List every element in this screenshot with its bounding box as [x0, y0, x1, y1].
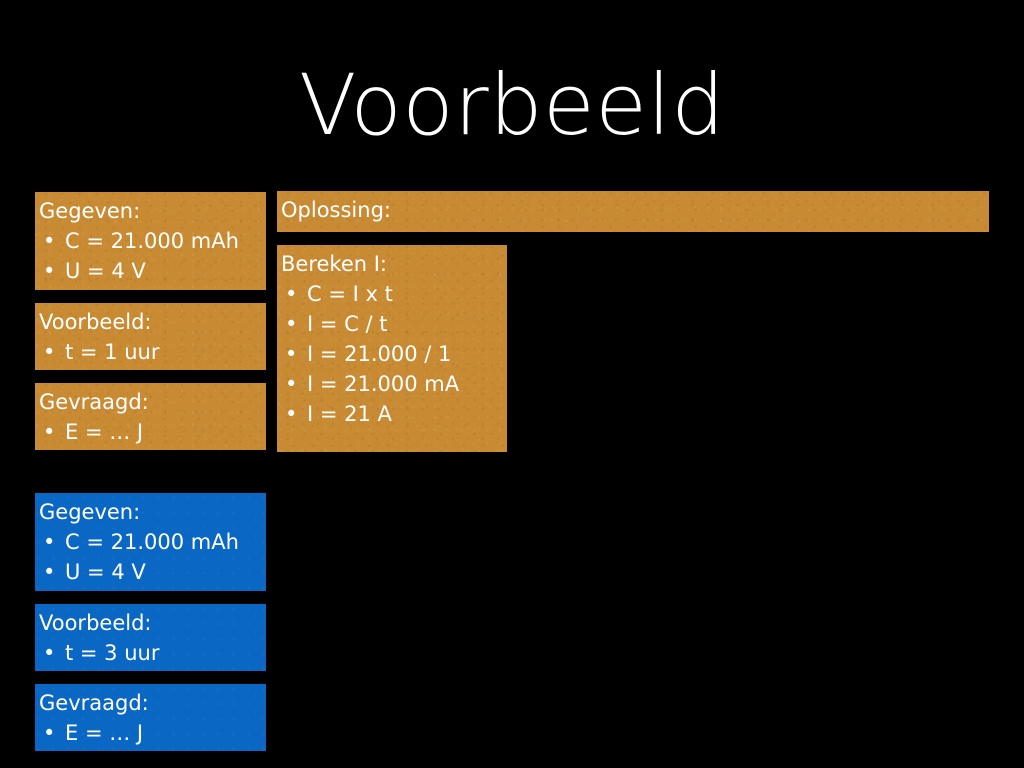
list-item-label: I = C / t	[307, 312, 388, 336]
bullet-icon: •	[285, 282, 298, 306]
asked-blue-bullets: • E = … J	[39, 718, 260, 748]
list-item: • U = 4 V	[39, 256, 260, 286]
example-blue-bullets: • t = 3 uur	[39, 638, 260, 668]
bullet-icon: •	[43, 420, 56, 444]
given-blue-bullets: • C = 21.000 mAh • U = 4 V	[39, 527, 260, 587]
list-item-label: C = I x t	[307, 282, 393, 306]
list-item: • I = C / t	[281, 309, 501, 339]
bullet-icon: •	[43, 259, 56, 283]
bullet-icon: •	[285, 342, 298, 366]
list-item: • C = I x t	[281, 279, 501, 309]
example-orange-heading: Voorbeeld:	[39, 310, 152, 334]
asked-orange-bullets: • E = … J	[39, 417, 260, 447]
bullet-icon: •	[285, 372, 298, 396]
bullet-icon: •	[285, 312, 298, 336]
list-item-label: E = … J	[65, 721, 144, 745]
solution-header-box: Oplossing:	[277, 191, 989, 232]
bullet-icon: •	[43, 340, 56, 364]
list-item-label: t = 3 uur	[65, 641, 160, 665]
asked-box-blue: Gevraagd: • E = … J	[35, 684, 266, 751]
given-box-blue: Gegeven: • C = 21.000 mAh • U = 4 V	[35, 493, 266, 591]
list-item: • E = … J	[39, 417, 260, 447]
example-box-blue: Voorbeeld: • t = 3 uur	[35, 604, 266, 671]
bullet-icon: •	[285, 402, 298, 426]
calculate-bullets: • C = I x t • I = C / t • I = 21.000 / 1 • I…	[281, 279, 501, 429]
asked-blue-heading: Gevraagd:	[39, 691, 149, 715]
given-blue-heading: Gegeven:	[39, 500, 141, 524]
list-item-label: t = 1 uur	[65, 340, 160, 364]
list-item: • E = … J	[39, 718, 260, 748]
example-orange-bullets: • t = 1 uur	[39, 337, 260, 367]
list-item: • t = 3 uur	[39, 638, 260, 668]
list-item: • I = 21.000 mA	[281, 369, 501, 399]
given-orange-bullets: • C = 21.000 mAh • U = 4 V	[39, 226, 260, 286]
asked-orange-heading: Gevraagd:	[39, 390, 149, 414]
list-item: • U = 4 V	[39, 557, 260, 587]
list-item: • C = 21.000 mAh	[39, 226, 260, 256]
bullet-icon: •	[43, 530, 56, 554]
list-item: • I = 21.000 / 1	[281, 339, 501, 369]
given-orange-heading: Gegeven:	[39, 199, 141, 223]
calculate-heading: Bereken I:	[281, 252, 388, 276]
list-item-label: C = 21.000 mAh	[65, 229, 239, 253]
list-item-label: I = 21 A	[307, 402, 392, 426]
given-box-orange: Gegeven: • C = 21.000 mAh • U = 4 V	[35, 192, 266, 290]
asked-box-orange: Gevraagd: • E = … J	[35, 383, 266, 450]
list-item: • t = 1 uur	[39, 337, 260, 367]
solution-heading: Oplossing:	[281, 198, 391, 222]
page-title: Voorbeeld	[298, 56, 726, 154]
list-item-label: I = 21.000 mA	[307, 372, 460, 396]
bullet-icon: •	[43, 641, 56, 665]
list-item-label: U = 4 V	[65, 259, 146, 283]
list-item-label: C = 21.000 mAh	[65, 530, 239, 554]
example-blue-heading: Voorbeeld:	[39, 611, 152, 635]
list-item-label: E = … J	[65, 420, 144, 444]
list-item-label: U = 4 V	[65, 560, 146, 584]
bullet-icon: •	[43, 721, 56, 745]
list-item: • I = 21 A	[281, 399, 501, 429]
list-item-label: I = 21.000 / 1	[307, 342, 452, 366]
bullet-icon: •	[43, 229, 56, 253]
example-box-orange: Voorbeeld: • t = 1 uur	[35, 303, 266, 370]
list-item: • C = 21.000 mAh	[39, 527, 260, 557]
calculate-box: Bereken I: • C = I x t • I = C / t • I = 21…	[277, 245, 507, 452]
bullet-icon: •	[43, 560, 56, 584]
